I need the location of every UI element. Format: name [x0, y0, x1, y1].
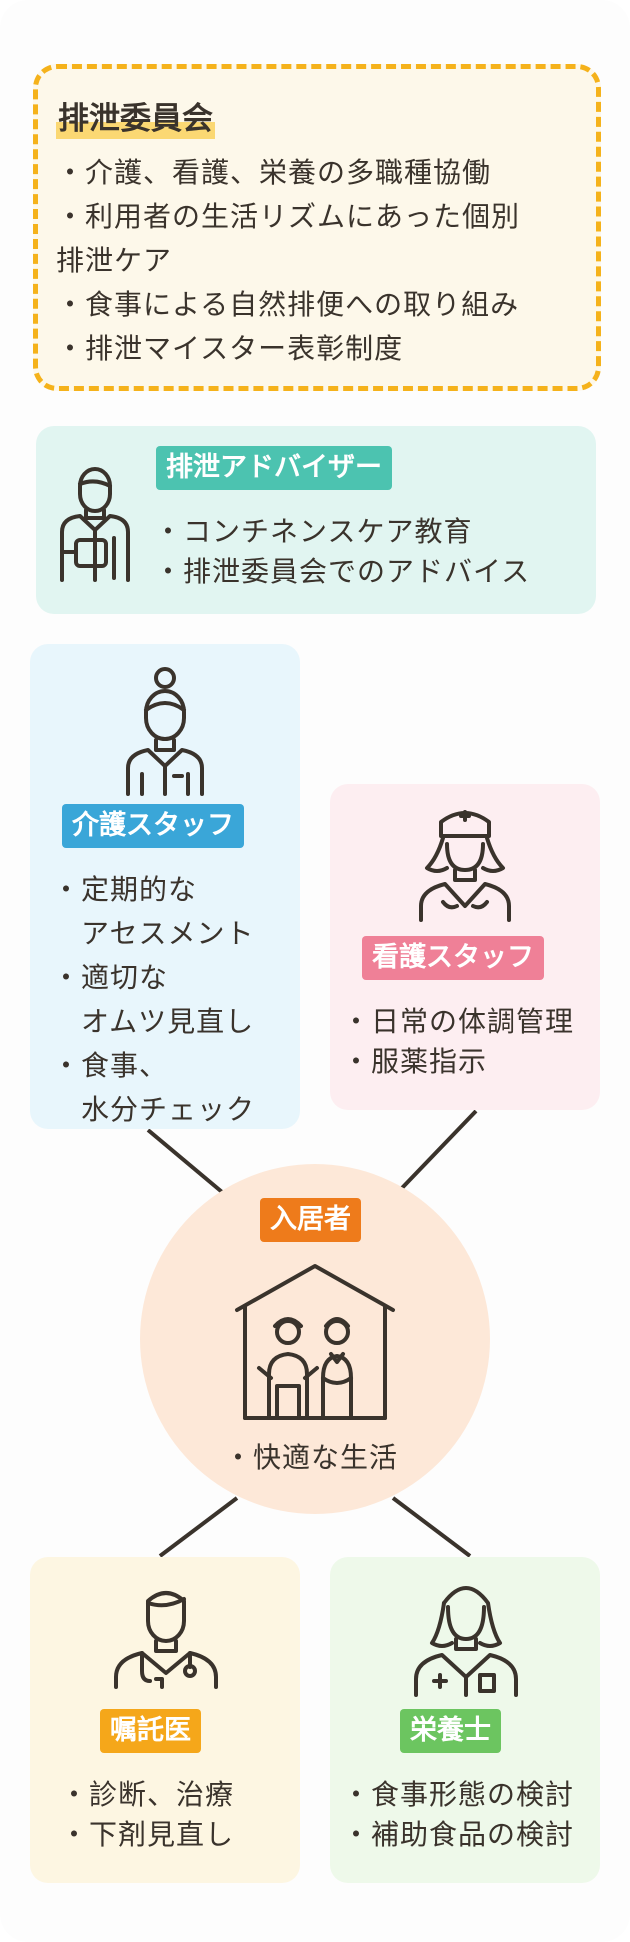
- list-item: ・定期的な: [52, 873, 198, 906]
- list-item: ・服薬指示: [342, 1045, 488, 1078]
- list-item: ・排泄委員会でのアドバイス: [154, 555, 531, 588]
- doctor-icon: [114, 1591, 218, 1689]
- nursing-staff-list: ・日常の体調管理 ・服薬指示: [342, 1002, 574, 1082]
- list-item: ・食事による自然排便への取り組み: [56, 288, 520, 321]
- committee-title: 排泄委員会: [56, 99, 215, 139]
- care-staff-tag: 介護スタッフ: [62, 804, 244, 848]
- list-item: ・コンチネンスケア教育: [154, 515, 473, 548]
- caregiver-woman-icon: [126, 667, 204, 796]
- list-item: ・食事、: [52, 1049, 169, 1082]
- advisor-tag: 排泄アドバイザー: [156, 446, 392, 490]
- list-item: アセスメント: [52, 917, 255, 950]
- connector-nursing-resident: [400, 1109, 478, 1190]
- list-item: ・日常の体調管理: [342, 1005, 575, 1038]
- list-item: ・食事形態の検討: [342, 1778, 575, 1811]
- doctor-tag: 嘱託医: [100, 1709, 201, 1753]
- care-staff-list: ・定期的な アセスメント ・適切な オムツ見直し ・食事、 水分チェック: [52, 868, 255, 1132]
- dietitian-list: ・食事形態の検討 ・補助食品の検討: [342, 1775, 574, 1855]
- excretion-committee-card: 排泄委員会 ・介護、看護、栄養の多職種協働 ・利用者の生活リズムにあった個別 排…: [33, 64, 601, 391]
- nursing-staff-tag: 看護スタッフ: [362, 936, 544, 980]
- committee-list: ・介護、看護、栄養の多職種協働 ・利用者の生活リズムにあった個別 排泄ケア ・食…: [56, 151, 586, 371]
- nursing-staff-card: 看護スタッフ ・日常の体調管理 ・服薬指示: [330, 784, 600, 1110]
- resident-list: ・快適な生活: [224, 1438, 398, 1478]
- dietitian-tag: 栄養士: [400, 1709, 501, 1753]
- list-item: ・利用者の生活リズムにあった個別: [56, 200, 521, 233]
- connector-care-resident: [146, 1128, 224, 1194]
- list-item: 排泄ケア: [56, 244, 173, 277]
- resident-circle: 入居者 ・快適な生活: [140, 1164, 490, 1514]
- list-item: ・排泄マイスター表彰制度: [56, 332, 404, 365]
- list-item: ・介護、看護、栄養の多職種協働: [56, 156, 492, 189]
- advisor-person-icon: [60, 467, 130, 582]
- list-item: ・診断、治療: [60, 1778, 235, 1811]
- doctor-card: 嘱託医 ・診断、治療 ・下剤見直し: [30, 1557, 300, 1883]
- list-item: オムツ見直し: [52, 1005, 255, 1038]
- dietitian-card: 栄養士 ・食事形態の検討 ・補助食品の検討: [330, 1557, 600, 1883]
- elderly-couple-house-icon: [235, 1264, 395, 1420]
- list-item: ・快適な生活: [224, 1441, 399, 1474]
- list-item: ・補助食品の検討: [342, 1818, 575, 1851]
- list-item: ・下剤見直し: [60, 1818, 235, 1851]
- list-item: ・適切な: [52, 961, 169, 994]
- advisor-list: ・コンチネンスケア教育 ・排泄委員会でのアドバイス: [154, 512, 530, 592]
- advisor-card: 排泄アドバイザー ・コンチネンスケア教育 ・排泄委員会でのアドバイス: [36, 426, 596, 614]
- dietitian-icon: [414, 1586, 518, 1697]
- resident-tag: 入居者: [260, 1198, 361, 1242]
- connector-resident-dietitian: [391, 1496, 472, 1558]
- list-item: 水分チェック: [52, 1093, 256, 1126]
- doctor-list: ・診断、治療 ・下剤見直し: [60, 1775, 234, 1855]
- connector-resident-doctor: [158, 1496, 239, 1558]
- care-staff-card: 介護スタッフ ・定期的な アセスメント ・適切な オムツ見直し ・食事、 水分チ…: [30, 644, 300, 1129]
- nurse-icon: [419, 810, 511, 922]
